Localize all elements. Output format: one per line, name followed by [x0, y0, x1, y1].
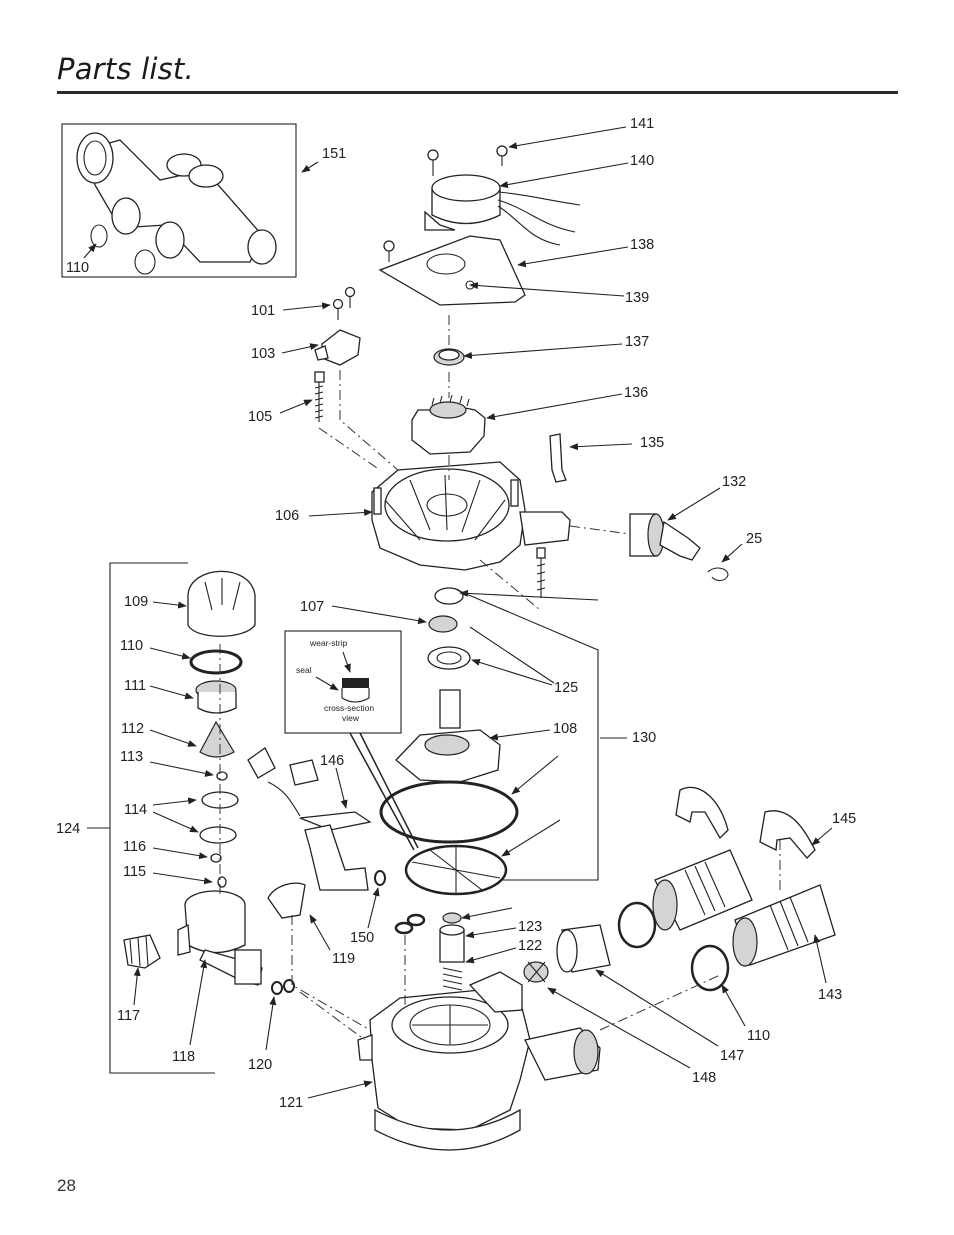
callout-125: 125: [554, 680, 578, 696]
view-label: view: [342, 713, 360, 723]
callout-139: 139: [625, 290, 649, 306]
seal-label: seal: [296, 665, 312, 675]
callout-116: 116: [123, 839, 146, 855]
callout-107: 107: [300, 599, 324, 615]
injector-screen: [199, 720, 235, 758]
motor-mounting-plate: [378, 235, 526, 306]
page-title: Parts list.: [57, 52, 194, 86]
callout-148: 148: [692, 1070, 716, 1086]
piston-spring: [439, 912, 465, 991]
callout-120: 120: [248, 1057, 272, 1073]
long-screw: [314, 371, 325, 422]
bypass-valve-inset: [61, 123, 297, 278]
callout-111: 111: [124, 678, 146, 694]
injector-small-seal: [216, 771, 228, 781]
adapter-lower: [732, 884, 836, 967]
callout-130: 130: [632, 730, 656, 746]
callout-136: 136: [624, 385, 648, 401]
callout-119: 119: [332, 951, 355, 967]
seal-stack: [427, 587, 471, 670]
callout-140: 140: [630, 153, 654, 169]
drain-fitting: [629, 513, 701, 561]
injector-nut: [123, 934, 161, 969]
callout-145: 145: [832, 811, 856, 827]
injector-nozzle-throat: [199, 791, 239, 844]
callout-118: 118: [172, 1049, 195, 1065]
callout-147: 147: [720, 1048, 744, 1064]
callout-105: 105: [248, 409, 272, 425]
turbine-impeller: [523, 961, 549, 983]
callout-112: 112: [121, 721, 144, 737]
callout-109: 109: [124, 594, 148, 610]
drain-clip: [707, 567, 729, 582]
drive-gear: [411, 394, 486, 455]
callout-110-inset: 110: [66, 260, 89, 276]
callout-101: 101: [251, 303, 275, 319]
adapter-clips: [675, 786, 816, 859]
drive-motor-assembly: [378, 145, 581, 306]
callout-146: 146: [320, 753, 344, 769]
retaining-clip: [549, 433, 567, 483]
title-rule: [57, 91, 898, 94]
callout-117: 117: [117, 1008, 140, 1024]
valve-cover: [371, 461, 571, 598]
callout-138: 138: [630, 237, 654, 253]
callout-122: 122: [518, 938, 542, 954]
callout-123: 123: [518, 919, 542, 935]
callout-141: 141: [630, 116, 654, 132]
turbine-cartridge: [556, 924, 611, 973]
callout-labels: 151 110 141 140 138 139 101 103 137 105 …: [56, 116, 856, 1111]
callout-114: 114: [124, 802, 147, 818]
callout-103: 103: [251, 346, 275, 362]
injector-cap: [187, 570, 256, 637]
callout-108: 108: [553, 721, 577, 737]
small-o-rings: [271, 979, 295, 995]
cross-section-label: cross-section: [324, 703, 374, 713]
adapter-o-ring-lower: [690, 944, 730, 992]
callout-137: 137: [625, 334, 649, 350]
wear-disc: [404, 844, 508, 896]
bearing: [433, 348, 465, 366]
cross-section-inset: wear-strip seal cross-section view: [284, 630, 419, 851]
brine-valve-assembly: [247, 747, 372, 919]
page-number: 28: [57, 1176, 76, 1195]
callout-113: 113: [120, 749, 143, 765]
injector-plug: [217, 876, 227, 888]
valve-body: [357, 971, 601, 1151]
group-130-bracket: [456, 589, 599, 881]
brine-o-rings: [374, 870, 426, 935]
callout-110-adapter: 110: [747, 1028, 770, 1044]
callout-110-injector: 110: [120, 638, 143, 654]
injector-body: [177, 890, 263, 986]
callout-124: 124: [56, 821, 80, 837]
leader-lines: [83, 126, 833, 1099]
microswitch: [314, 286, 361, 366]
adapter-o-ring-upper: [617, 901, 657, 949]
adapter-upper: [652, 849, 753, 931]
injector-o-ring: [189, 649, 243, 675]
callout-150: 150: [350, 930, 374, 946]
rotor-o-ring: [379, 780, 519, 844]
alignment-lines: [219, 315, 781, 1041]
callout-115: 115: [123, 864, 146, 880]
group-124-bracket: [109, 562, 215, 1074]
callout-135: 135: [640, 435, 664, 451]
callout-151: 151: [322, 146, 346, 162]
wear-strip-label: wear-strip: [309, 638, 348, 648]
callout-106: 106: [275, 508, 299, 524]
injector-screen-holder: [195, 680, 237, 714]
injector-washer: [210, 853, 222, 863]
callout-25: 25: [746, 531, 762, 547]
callout-121: 121: [279, 1095, 303, 1111]
motor: [424, 174, 581, 246]
callout-143: 143: [818, 987, 842, 1003]
rotor: [395, 689, 501, 783]
callout-132: 132: [722, 474, 746, 490]
